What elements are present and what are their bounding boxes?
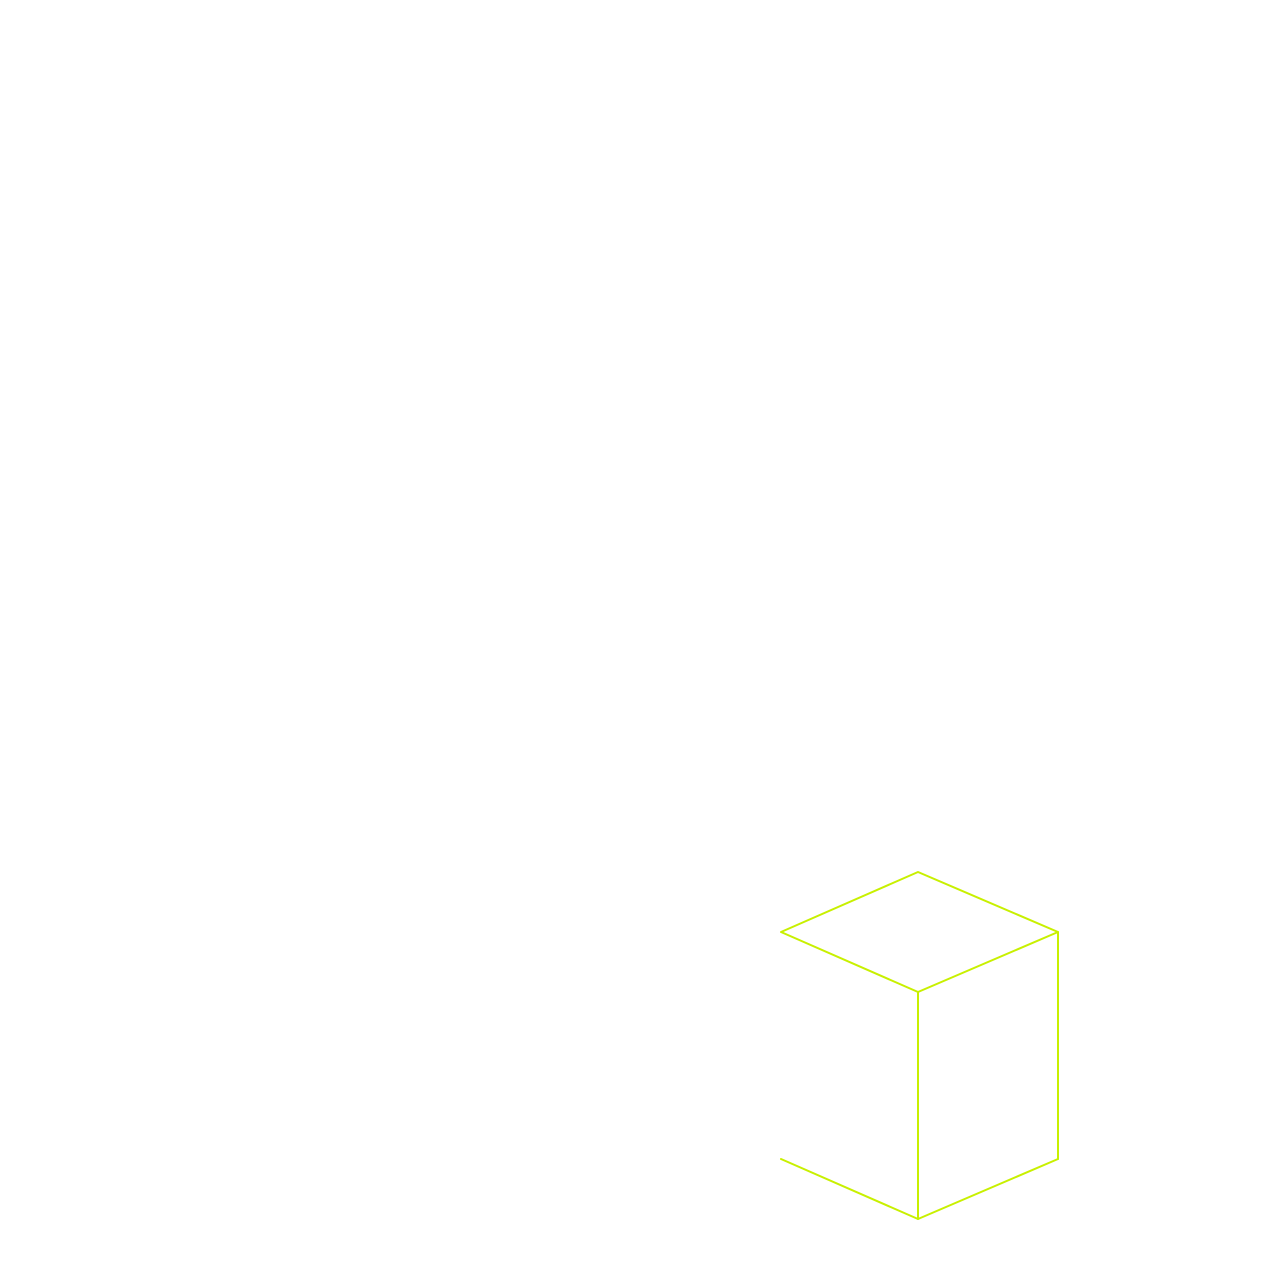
box-top-face (780, 871, 1059, 993)
box-bottom-left-edge (780, 1158, 919, 1220)
box-bottom-right-edge (917, 1158, 1059, 1220)
